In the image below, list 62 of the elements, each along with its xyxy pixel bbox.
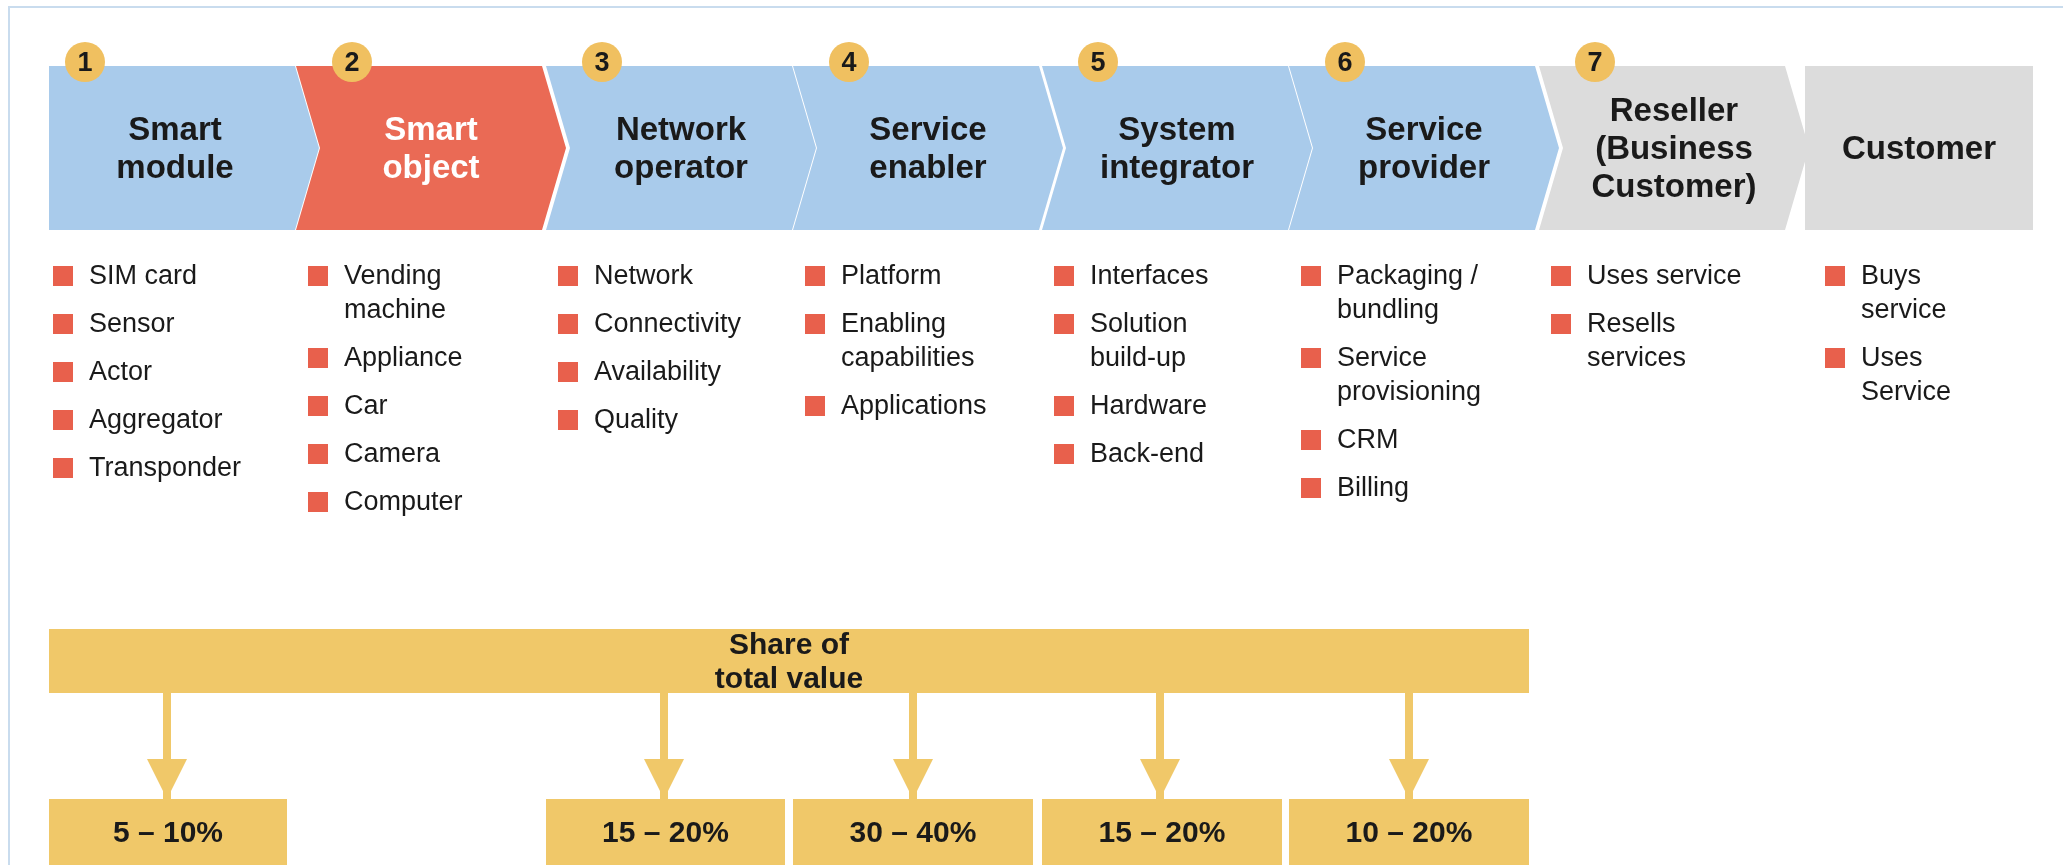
- percentage-box: [49, 799, 287, 865]
- stage-label: Customer: [1842, 129, 1996, 167]
- bullet-item: Transponder: [49, 450, 254, 484]
- arrow: [644, 693, 684, 799]
- bullet-item: Connectivity: [554, 306, 759, 340]
- bullet-item: Car: [304, 388, 509, 422]
- arrow: [1389, 693, 1429, 799]
- stage-label: System integrator: [1099, 110, 1255, 186]
- bullet-item: Sensor: [49, 306, 254, 340]
- bullet-item: Back-end: [1050, 436, 1255, 470]
- number-badge: 2: [332, 42, 372, 82]
- bullet-item: Actor: [49, 354, 254, 388]
- percentage-box: [1289, 799, 1529, 865]
- bullet-item: Enabling capabilities: [801, 306, 1006, 374]
- arrow: [1140, 693, 1180, 799]
- stage-label: Smart object: [381, 110, 481, 186]
- bullet-item: Platform: [801, 258, 1006, 292]
- arrow: [147, 693, 187, 799]
- stage-label: Service provider: [1356, 110, 1491, 186]
- bullet-item: Buys service: [1821, 258, 1991, 326]
- percentage-box: [793, 799, 1033, 865]
- percentage-box: [546, 799, 785, 865]
- arrow: [893, 693, 933, 799]
- bullet-item: Appliance: [304, 340, 509, 374]
- bar-label: Share of total value: [713, 627, 865, 695]
- number-badge: 1: [65, 42, 105, 82]
- bullet-item: Network: [554, 258, 759, 292]
- percentage-box: [1042, 799, 1282, 865]
- percentage-label: 15 – 20%: [602, 815, 729, 849]
- percentage-label: 5 – 10%: [112, 815, 224, 849]
- stage-box: [1805, 66, 2033, 230]
- bullet-item: Camera: [304, 436, 509, 470]
- bullet-item: Hardware: [1050, 388, 1255, 422]
- stage-label: Network operator: [613, 110, 749, 186]
- bullet-item: Applications: [801, 388, 1006, 422]
- bullet-item: Solution build-up: [1050, 306, 1255, 374]
- number-badge: 7: [1575, 42, 1615, 82]
- share-bar: [49, 629, 1529, 693]
- stage-label: Reseller (Business Customer): [1590, 91, 1758, 205]
- percentage-label: 15 – 20%: [1098, 815, 1226, 849]
- bullet-item: Packaging / bundling: [1297, 258, 1502, 326]
- number-badge: 6: [1325, 42, 1365, 82]
- bullet-item: Computer: [304, 484, 509, 518]
- stage-label: Smart module: [115, 110, 235, 186]
- bullet-item: SIM card: [49, 258, 254, 292]
- bullet-item: Interfaces: [1050, 258, 1255, 292]
- bullet-item: Billing: [1297, 470, 1502, 504]
- bullet-item: Uses service: [1547, 258, 1752, 292]
- number-badge: 3: [582, 42, 622, 82]
- bullet-item: CRM: [1297, 422, 1502, 456]
- bullet-item: Service provisioning: [1297, 340, 1502, 408]
- bullet-item: Uses Service: [1821, 340, 1991, 408]
- percentage-label: 10 – 20%: [1345, 815, 1473, 849]
- bullet-item: Vending machine: [304, 258, 509, 326]
- bullet-item: Quality: [554, 402, 759, 436]
- number-badge: 4: [829, 42, 869, 82]
- bullet-item: Aggregator: [49, 402, 254, 436]
- stage-label: Service enabler: [868, 110, 988, 186]
- bullet-item: Resells services: [1547, 306, 1752, 374]
- number-badge: 5: [1078, 42, 1118, 82]
- percentage-label: 30 – 40%: [849, 815, 977, 849]
- bullet-item: Availability: [554, 354, 759, 388]
